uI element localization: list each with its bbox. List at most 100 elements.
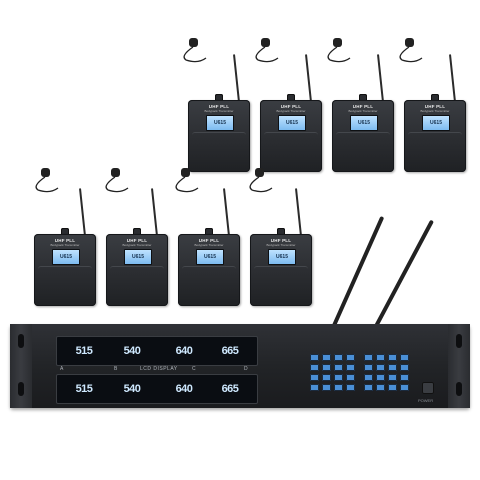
bodypack-transmitter: UHF PLL Bodypack Transmitter U615 (106, 188, 168, 306)
transmitter-subtitle: Bodypack Transmitter (194, 243, 224, 247)
power-button[interactable] (422, 382, 434, 394)
bodypack-transmitter: UHF PLL Bodypack Transmitter U615 (260, 54, 322, 172)
rack-ear-right (448, 324, 470, 408)
lavalier-mic-icon (249, 168, 273, 193)
control-button[interactable] (400, 364, 409, 371)
control-button[interactable] (400, 354, 409, 361)
control-button[interactable] (310, 374, 319, 381)
transmitter-subtitle: Bodypack Transmitter (420, 109, 450, 113)
transmitter-screen: U615 (206, 115, 234, 131)
control-button[interactable] (364, 364, 373, 371)
lavalier-mic-icon (183, 38, 207, 63)
rack-slot (18, 334, 24, 348)
lcd-display-bottom: 515 540 640 665 (56, 374, 258, 404)
lavalier-mic-icon (35, 168, 59, 193)
control-button[interactable] (388, 384, 397, 391)
freq-readout: 515 (75, 383, 93, 395)
control-button[interactable] (364, 354, 373, 361)
control-button[interactable] (346, 364, 355, 371)
control-button[interactable] (334, 354, 343, 361)
transmitter-antenna (78, 188, 86, 237)
control-button[interactable] (376, 384, 385, 391)
volume-knob (277, 228, 285, 236)
control-button[interactable] (376, 374, 385, 381)
transmitter-antenna (448, 54, 456, 103)
lavalier-mic-icon (399, 38, 423, 63)
control-button[interactable] (346, 374, 355, 381)
transmitter-body (404, 100, 466, 172)
transmitter-brand: UHF PLL (54, 238, 76, 243)
control-button[interactable] (322, 384, 331, 391)
body-ridge (408, 132, 462, 171)
body-ridge (254, 266, 308, 305)
control-button[interactable] (322, 374, 331, 381)
lavalier-mic-icon (327, 38, 351, 63)
control-button[interactable] (310, 384, 319, 391)
transmitter-antenna (304, 54, 312, 103)
control-button[interactable] (364, 384, 373, 391)
lcd-panel: 515 540 640 665 A B LCD DISPLAY C D 515 … (56, 330, 258, 404)
control-button[interactable] (322, 354, 331, 361)
channel-label: B (114, 366, 118, 372)
transmitter-body (260, 100, 322, 172)
freq-readout: 640 (175, 345, 193, 357)
volume-knob (287, 94, 295, 102)
transmitter-body (34, 234, 96, 306)
body-ridge (264, 132, 318, 171)
transmitter-subtitle: Bodypack Transmitter (276, 109, 306, 113)
transmitter-brand: UHF PLL (352, 104, 374, 109)
volume-knob (359, 94, 367, 102)
control-button[interactable] (400, 384, 409, 391)
volume-knob (133, 228, 141, 236)
control-button[interactable] (334, 384, 343, 391)
body-ridge (182, 266, 236, 305)
transmitter-brand: UHF PLL (198, 238, 220, 243)
freq-readout: 540 (123, 383, 141, 395)
control-button[interactable] (400, 374, 409, 381)
channel-label: D (244, 366, 249, 372)
control-button[interactable] (334, 364, 343, 371)
control-button[interactable] (388, 354, 397, 361)
control-button[interactable] (376, 364, 385, 371)
volume-knob (61, 228, 69, 236)
lcd-display-label: LCD DISPLAY (140, 366, 178, 372)
transmitter-body (178, 234, 240, 306)
freq-readout: 515 (75, 345, 93, 357)
transmitter-brand: UHF PLL (208, 104, 230, 109)
body-ridge (336, 132, 390, 171)
lavalier-mic-icon (255, 38, 279, 63)
control-button[interactable] (322, 364, 331, 371)
control-button[interactable] (364, 374, 373, 381)
transmitter-screen: U615 (52, 249, 80, 265)
power-label: POWER (418, 398, 434, 403)
rack-receiver: 515 540 640 665 A B LCD DISPLAY C D 515 … (10, 324, 470, 408)
transmitter-brand: UHF PLL (424, 104, 446, 109)
body-ridge (38, 266, 92, 305)
control-button[interactable] (346, 384, 355, 391)
volume-knob (205, 228, 213, 236)
body-ridge (192, 132, 246, 171)
transmitter-screen: U615 (350, 115, 378, 131)
control-button[interactable] (310, 354, 319, 361)
transmitter-subtitle: Bodypack Transmitter (266, 243, 296, 247)
control-button[interactable] (346, 354, 355, 361)
transmitter-antenna (150, 188, 158, 237)
bodypack-transmitter: UHF PLL Bodypack Transmitter U615 (332, 54, 394, 172)
control-button[interactable] (310, 364, 319, 371)
body-ridge (110, 266, 164, 305)
control-button[interactable] (376, 354, 385, 361)
transmitter-subtitle: Bodypack Transmitter (204, 109, 234, 113)
rack-slot (456, 382, 462, 396)
control-button[interactable] (388, 374, 397, 381)
volume-knob (215, 94, 223, 102)
lcd-display-top: 515 540 640 665 (56, 336, 258, 366)
control-button[interactable] (388, 364, 397, 371)
lavalier-mic-icon (175, 168, 199, 193)
freq-readout: 665 (221, 345, 239, 357)
control-button[interactable] (334, 374, 343, 381)
receiver-antenna (330, 215, 385, 331)
bodypack-transmitter: UHF PLL Bodypack Transmitter U615 (250, 188, 312, 306)
transmitter-body (250, 234, 312, 306)
transmitter-screen: U615 (196, 249, 224, 265)
